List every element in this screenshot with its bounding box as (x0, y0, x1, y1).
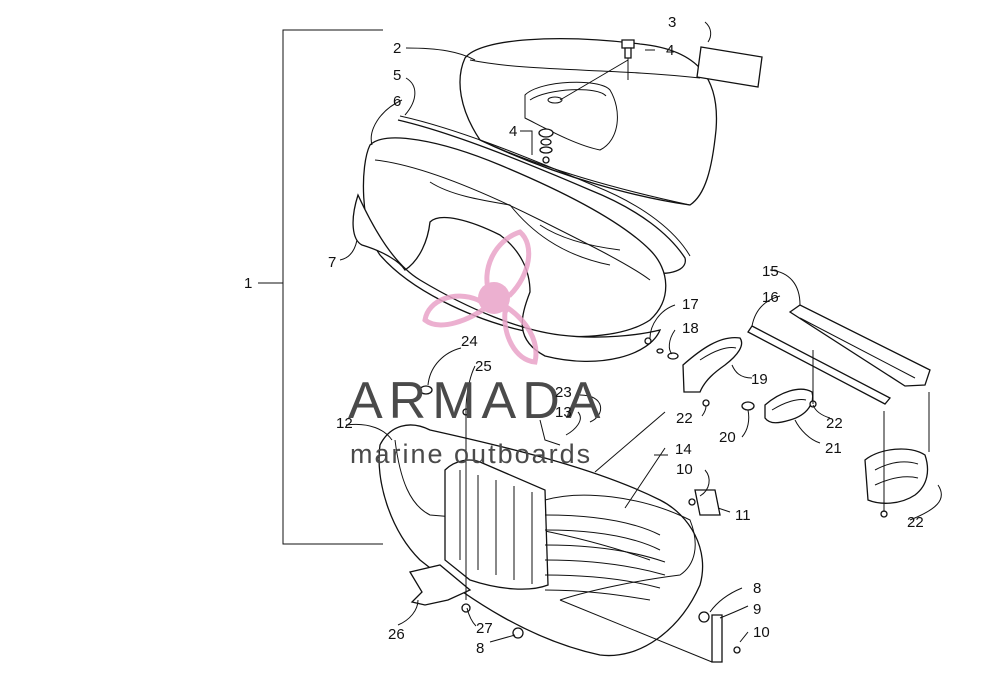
callout-17: 17 (682, 296, 699, 313)
callout-24: 24 (461, 333, 478, 350)
callout-18: 18 (682, 320, 699, 337)
hardware-stack-part (538, 128, 554, 164)
latch-bracket-part (864, 448, 929, 504)
callout-11: 11 (735, 507, 751, 524)
callout-9: 9 (753, 601, 761, 618)
callout-10-top: 10 (676, 461, 693, 478)
hardware-fasteners (419, 337, 888, 654)
callout-21: 21 (825, 440, 842, 457)
callout-10-bottom: 10 (753, 624, 770, 641)
callout-20: 20 (719, 429, 736, 446)
callout-7: 7 (328, 254, 336, 271)
leader-lines (339, 21, 942, 663)
callout-4-mid: 4 (509, 123, 517, 140)
callout-25: 25 (475, 358, 492, 375)
callout-22-latch: 22 (826, 415, 843, 432)
knob-part (621, 39, 635, 80)
callout-8-right: 8 (753, 580, 761, 597)
callout-14: 14 (675, 441, 692, 458)
callout-6: 6 (393, 93, 401, 110)
armada-watermark: ARMADA marine outboards (348, 229, 606, 469)
callout-13: 13 (555, 404, 572, 421)
callout-16: 16 (762, 289, 779, 306)
callout-22-hinge: 22 (676, 410, 693, 427)
divider-part (444, 459, 549, 590)
hinge-part (682, 336, 743, 393)
callout-15: 15 (762, 263, 779, 280)
watermark-brand: ARMADA (348, 372, 606, 430)
assembly-bracket (258, 29, 383, 545)
mount-rail-part (747, 304, 931, 405)
decal-part (696, 46, 763, 88)
callout-3: 3 (668, 14, 676, 31)
callout-12: 12 (336, 415, 353, 432)
callout-5: 5 (393, 67, 401, 84)
liner-part (352, 193, 662, 363)
callout-8-bottom: 8 (476, 640, 484, 657)
callout-1: 1 (244, 275, 252, 292)
support-bracket-part (408, 564, 472, 606)
callout-labels: 1 2 3 4 4 5 6 7 8 8 9 10 10 11 12 13 14 … (244, 14, 924, 657)
side-strap-part (711, 614, 723, 663)
callout-26: 26 (388, 626, 405, 643)
callout-4-top: 4 (666, 42, 674, 59)
small-bracket-part (694, 489, 721, 516)
tray-ribs (544, 514, 666, 601)
armada-logo (422, 229, 539, 365)
callout-22-bracket: 22 (907, 514, 924, 531)
callout-2: 2 (393, 40, 401, 57)
callout-19: 19 (751, 371, 768, 388)
latch-part (764, 388, 814, 424)
watermark-tagline: marine outboards (350, 439, 592, 469)
callout-23: 23 (555, 384, 572, 401)
callout-27: 27 (476, 620, 493, 637)
